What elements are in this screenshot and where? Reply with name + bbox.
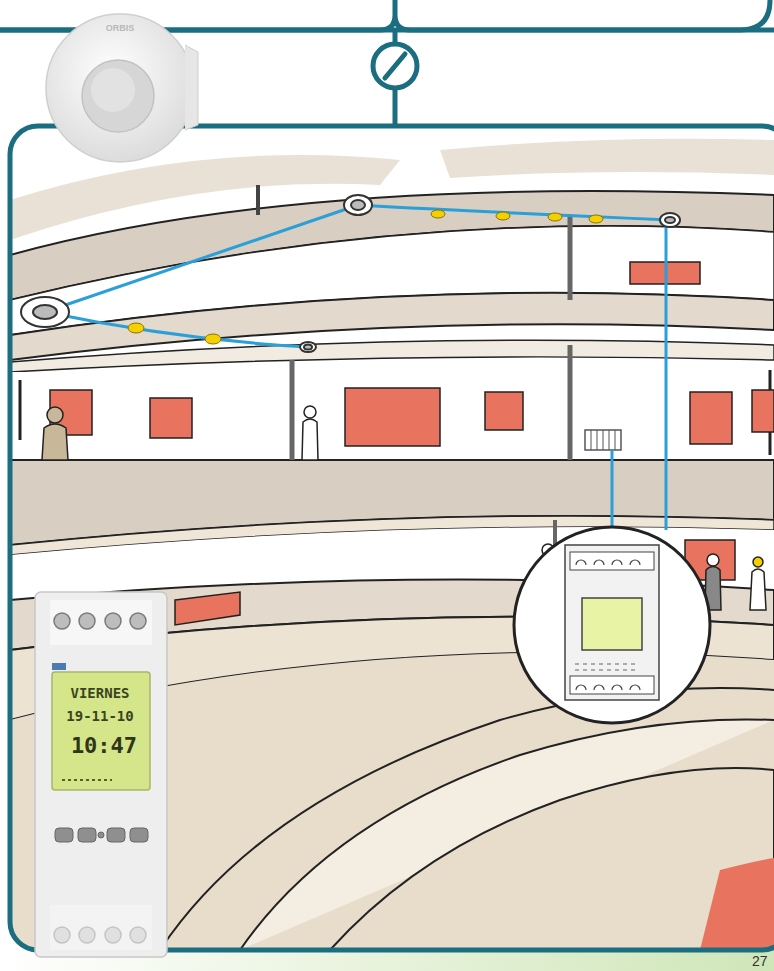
sensor-wire (45, 205, 358, 312)
visitor (42, 424, 68, 460)
sensor-wire (45, 312, 308, 347)
red-floor (700, 858, 774, 950)
switch-symbol (385, 54, 405, 78)
zoom-circle (514, 527, 710, 723)
lamp (589, 215, 603, 223)
brand-label: ORBIS (106, 24, 135, 33)
presence-sensor (660, 213, 680, 227)
lamp (431, 210, 445, 218)
radiator (585, 430, 621, 450)
lamp (205, 334, 221, 344)
painting (485, 392, 523, 430)
column (290, 360, 295, 460)
terminal-screw (54, 613, 70, 629)
presence-sensor (300, 342, 316, 352)
lcd-date: 19-11-10 (66, 709, 133, 723)
painting (752, 390, 774, 432)
lamp (496, 212, 510, 220)
lcd-screen (52, 672, 150, 790)
lcd-time: 10:47 (71, 735, 137, 757)
painting (175, 592, 240, 625)
column (568, 215, 573, 300)
lamp (128, 210, 603, 344)
visitor (47, 407, 63, 423)
presence-sensor (21, 297, 69, 327)
column (19, 380, 22, 440)
visitor (304, 406, 316, 418)
column (256, 185, 260, 215)
column (568, 345, 573, 460)
painting (150, 398, 192, 438)
sensor-product (91, 68, 135, 112)
sensor-wire (358, 205, 670, 220)
timer-product (50, 905, 152, 950)
timer-icon (575, 664, 635, 670)
presence-sensor (344, 195, 372, 215)
presence-sensor (33, 305, 57, 319)
visitor (750, 569, 766, 610)
visitor (753, 557, 763, 567)
presence-sensor (304, 345, 312, 350)
timer-button (55, 828, 73, 842)
switch-symbol (373, 44, 417, 88)
sensor-product (185, 45, 198, 130)
floor-curve (160, 688, 774, 950)
wall (10, 372, 774, 460)
lcd-bar (62, 779, 112, 781)
brand-badge (52, 663, 66, 670)
timer-icon (565, 545, 659, 700)
presence-sensor (665, 217, 675, 223)
terminal-screw (79, 613, 95, 629)
radiator (591, 430, 615, 450)
timer-button (98, 832, 104, 838)
painting (345, 388, 440, 446)
timer-button (55, 828, 148, 842)
painting (690, 392, 732, 444)
visitor (302, 419, 318, 460)
sensor-product (46, 14, 194, 162)
terminal-screw (105, 613, 121, 629)
sensor-product (82, 60, 154, 132)
timer-icon (582, 598, 642, 650)
sensor-wire (665, 220, 668, 530)
sensor-wire (611, 450, 614, 530)
presence-sensor (351, 200, 365, 210)
floor-curve (330, 768, 774, 950)
lamp (548, 213, 562, 221)
terminal-screw (130, 613, 146, 629)
floor-curve (240, 719, 774, 950)
timer-button (78, 828, 96, 842)
timer-icon (576, 560, 640, 690)
lcd-day: VIERNES (70, 686, 129, 700)
timer-product (50, 600, 152, 645)
floor-band (10, 340, 774, 372)
presence-sensor (21, 195, 680, 352)
page-number: 27 (752, 954, 768, 968)
timer-button (130, 828, 148, 842)
lamp (128, 323, 144, 333)
ceiling (440, 139, 774, 178)
timer-button (107, 828, 125, 842)
visitor (707, 554, 719, 566)
timer-product (35, 592, 167, 957)
sensor-wire (45, 205, 670, 530)
timer-icon (570, 552, 654, 570)
